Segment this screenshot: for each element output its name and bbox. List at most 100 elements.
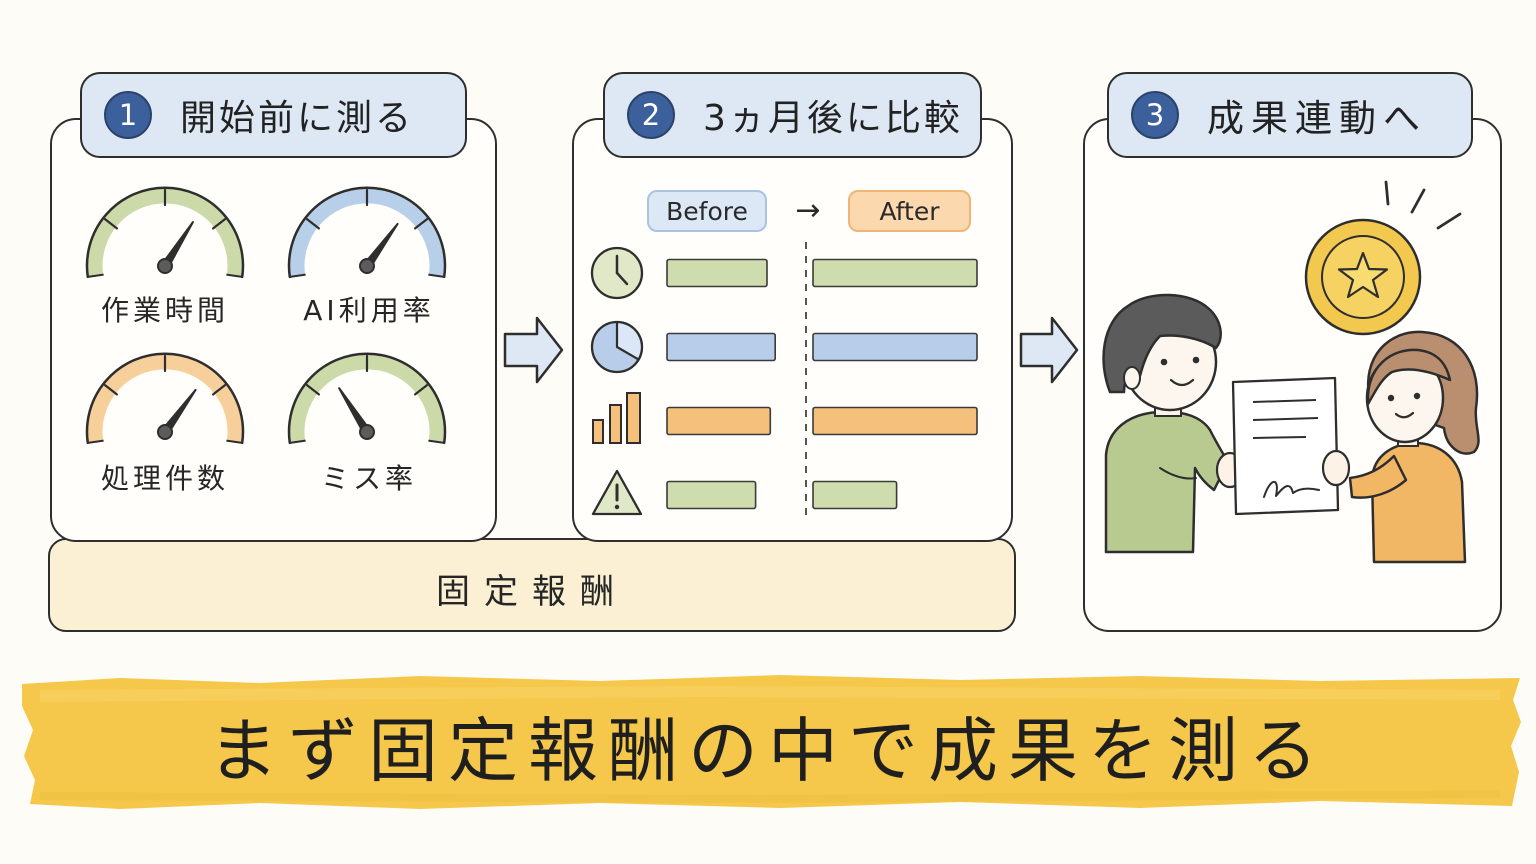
sweater-fold [1159, 467, 1197, 480]
arrow-right-icon [1019, 316, 1079, 384]
gauge-tick [212, 384, 226, 396]
before-bar [666, 258, 768, 288]
gauge-label: 処理件数 [101, 462, 229, 495]
gauge-tick [306, 384, 320, 396]
gauge-pivot [359, 424, 375, 440]
gauge-tick [103, 384, 119, 396]
gauge-tick [103, 218, 119, 230]
document-line [1252, 436, 1307, 439]
comparison-rows [590, 246, 978, 516]
gauge-pivot [157, 424, 173, 440]
eye [1160, 358, 1168, 366]
coin-star-icon [1304, 218, 1422, 336]
comparison-row [590, 320, 978, 374]
mini-bar [592, 419, 604, 444]
smile [1394, 411, 1415, 419]
gauge-end [289, 439, 306, 444]
gauge-group [85, 186, 447, 445]
gauge [85, 186, 245, 279]
warning-icon [591, 469, 643, 516]
sparkle-line [1384, 180, 1390, 206]
success-illustration [1102, 180, 1480, 564]
ear [1123, 366, 1141, 390]
person-icon [1102, 293, 1245, 554]
document-sheet [1231, 376, 1340, 516]
fixed-pay-label: 固定報酬 [436, 571, 628, 612]
mini-bar [609, 404, 622, 444]
after-bar [812, 406, 978, 436]
person-icon [1348, 330, 1480, 564]
gauge-end [87, 273, 104, 278]
before-label: Before [647, 190, 767, 232]
gauge-tick [212, 218, 226, 230]
after-bar [812, 258, 978, 288]
document-line [1252, 399, 1317, 403]
before-bar [666, 480, 757, 510]
gauge-outline [287, 352, 447, 445]
gauge-tick [414, 384, 428, 396]
eye [1387, 394, 1395, 402]
comparison-row [591, 469, 898, 516]
step-number-badge: 2 [627, 91, 675, 139]
gauge-label: 作業時間 [101, 294, 229, 327]
orange-sleeve [1348, 454, 1408, 499]
step-title: 3ヵ月後に比較 [703, 98, 963, 139]
warning-dot [614, 504, 620, 510]
gauge-end [226, 439, 243, 444]
step-title: 開始前に測る [180, 98, 415, 139]
sparkle-line [1410, 188, 1426, 214]
step-title: 成果連動へ [1207, 97, 1427, 140]
after-bar [812, 332, 978, 362]
before-bar [666, 406, 772, 436]
comparison-row [590, 246, 978, 300]
gauge-pivot [157, 258, 173, 274]
gauge-pivot [359, 258, 375, 274]
before-bar [666, 332, 776, 362]
eye [1192, 356, 1200, 364]
gauge-label: ミス率 [321, 462, 417, 495]
banner-streak [40, 790, 1500, 803]
gauge-outline [85, 352, 245, 445]
pie-chart-icon [590, 320, 644, 374]
banner-stroke [22, 675, 1521, 809]
banner-brush [22, 675, 1521, 809]
gauge-end [428, 439, 445, 444]
gauge [85, 352, 245, 445]
hand [1321, 449, 1351, 487]
gauge-tick [306, 218, 320, 230]
document-line [1252, 417, 1319, 421]
gauge-end [428, 273, 445, 278]
banner-streak [40, 686, 1500, 702]
after-label: After [848, 190, 971, 232]
pie-slice [615, 320, 644, 361]
banner-headline: まず固定報酬の中で成果を測る [208, 709, 1328, 792]
signature [1263, 480, 1320, 498]
gauge-tick [414, 218, 428, 230]
clock-hand [615, 271, 629, 286]
eye [1413, 392, 1421, 400]
step-1-header: 1 開始前に測る [80, 72, 467, 158]
gauge-outline [85, 186, 245, 279]
clock-icon [590, 246, 644, 300]
gauge [287, 352, 447, 445]
orange-sweater [1370, 441, 1467, 564]
gauge-label: AI利用率 [303, 294, 434, 327]
gauge-outline [287, 186, 447, 279]
after-bar [812, 480, 898, 510]
gauge-end [289, 273, 306, 278]
gauge-end [87, 439, 104, 444]
step-2-header: 2 3ヵ月後に比較 [603, 72, 982, 158]
hair-fringe [1366, 348, 1452, 406]
step-3-header: 3 成果連動へ [1107, 72, 1473, 158]
fixed-pay-bar: 固定報酬 [48, 538, 1016, 632]
star-icon [1337, 251, 1389, 299]
arrow-right-icon [503, 316, 564, 384]
step-2-panel [572, 118, 1013, 542]
mini-bar [626, 392, 641, 444]
green-sweater [1104, 410, 1230, 554]
gauge-end [226, 273, 243, 278]
sparkle-line [1436, 212, 1462, 230]
bar-chart-icon [592, 392, 641, 444]
